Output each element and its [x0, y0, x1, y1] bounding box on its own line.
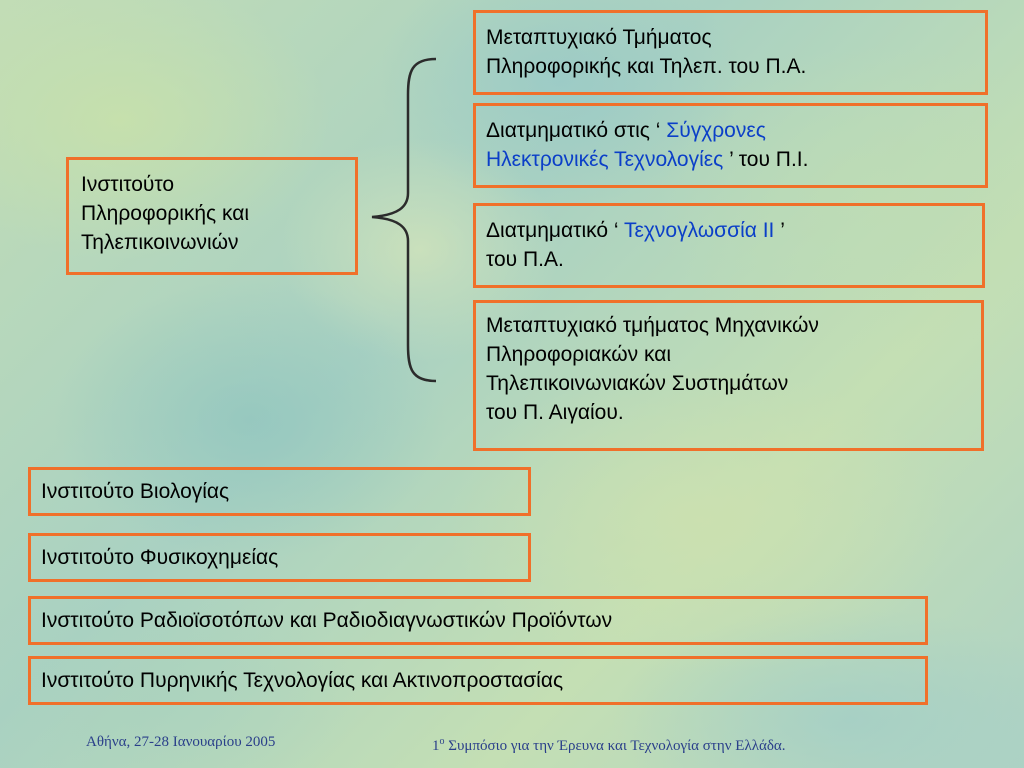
institute-box: Ινστιτούτο Βιολογίας — [28, 467, 531, 516]
curly-brace-connector — [371, 57, 437, 383]
program-line: Τηλεπικοινωνιακών Συστημάτων — [486, 372, 789, 395]
program-box: Μεταπτυχιακό τμήματος Μηχανικών Πληροφορ… — [473, 300, 984, 451]
institute-box: Ινστιτούτο Ραδιοϊσοτόπων και Ραδιοδιαγνω… — [28, 596, 928, 645]
program-text: Διατμηματικό στις ‘ — [486, 119, 667, 142]
institute-label: Ινστιτούτο Πυρηνικής Τεχνολογίας και Ακτ… — [41, 669, 564, 692]
program-line: Πληροφορικής και Τηλεπ. του Π.Α. — [486, 55, 807, 78]
program-highlight-text: Ηλεκτρονικές Τεχνολογίες — [486, 148, 724, 171]
footer-event-title: 1ο Συμπόσιο για την Έρευνα και Τεχνολογί… — [432, 736, 786, 755]
program-line: του Π. Αιγαίου. — [486, 401, 624, 424]
program-text: ’ του Π.Ι. — [723, 148, 809, 171]
institute-box: Ινστιτούτο Πυρηνικής Τεχνολογίας και Ακτ… — [28, 656, 928, 705]
footer-event-number: 1 — [432, 738, 440, 754]
program-line: Μεταπτυχιακό τμήματος Μηχανικών — [486, 314, 819, 337]
program-box: Διατμηματικό στις ‘ Σύγχρονες Ηλεκτρονικ… — [473, 103, 988, 188]
institute-box: Ινστιτούτο Φυσικοχημείας — [28, 533, 531, 582]
program-box: Μεταπτυχιακό Τμήματος Πληροφορικής και Τ… — [473, 10, 988, 95]
institute-informatics-line: Ινστιτούτο — [81, 173, 175, 196]
institute-informatics-box: Ινστιτούτο Πληροφορικής και Τηλεπικοινων… — [66, 157, 358, 275]
program-line: Διατμηματικό στις ‘ Σύγχρονες — [486, 116, 975, 145]
footer-location-date: Αθήνα, 27-28 Ιανουαρίου 2005 — [86, 734, 276, 750]
program-line: του Π.Α. — [486, 248, 564, 271]
footer-event-text: Συμπόσιο για την Έρευνα και Τεχνολογία σ… — [444, 738, 786, 754]
institute-informatics-line: Τηλεπικοινωνιών — [81, 231, 239, 254]
institute-label: Ινστιτούτο Βιολογίας — [41, 480, 230, 503]
program-line: Διατμηματικό ‘ Τεχνογλωσσία ΙΙ ’ — [486, 216, 972, 245]
program-text: Διατμηματικό ‘ — [486, 219, 624, 242]
program-box: Διατμηματικό ‘ Τεχνογλωσσία ΙΙ ’ του Π.Α… — [473, 203, 985, 288]
program-line: Μεταπτυχιακό Τμήματος — [486, 26, 712, 49]
program-line: Πληροφοριακών και — [486, 343, 672, 366]
program-highlight-text: Σύγχρονες — [666, 119, 766, 142]
footer-event-ordinal: ο — [439, 736, 445, 747]
institute-label: Ινστιτούτο Ραδιοϊσοτόπων και Ραδιοδιαγνω… — [41, 609, 613, 632]
program-text: ’ — [774, 219, 785, 242]
institute-informatics-line: Πληροφορικής και — [81, 202, 250, 225]
institute-label: Ινστιτούτο Φυσικοχημείας — [41, 546, 279, 569]
program-highlight-text: Τεχνογλωσσία ΙΙ — [624, 219, 775, 242]
program-line: Ηλεκτρονικές Τεχνολογίες ’ του Π.Ι. — [486, 145, 975, 174]
